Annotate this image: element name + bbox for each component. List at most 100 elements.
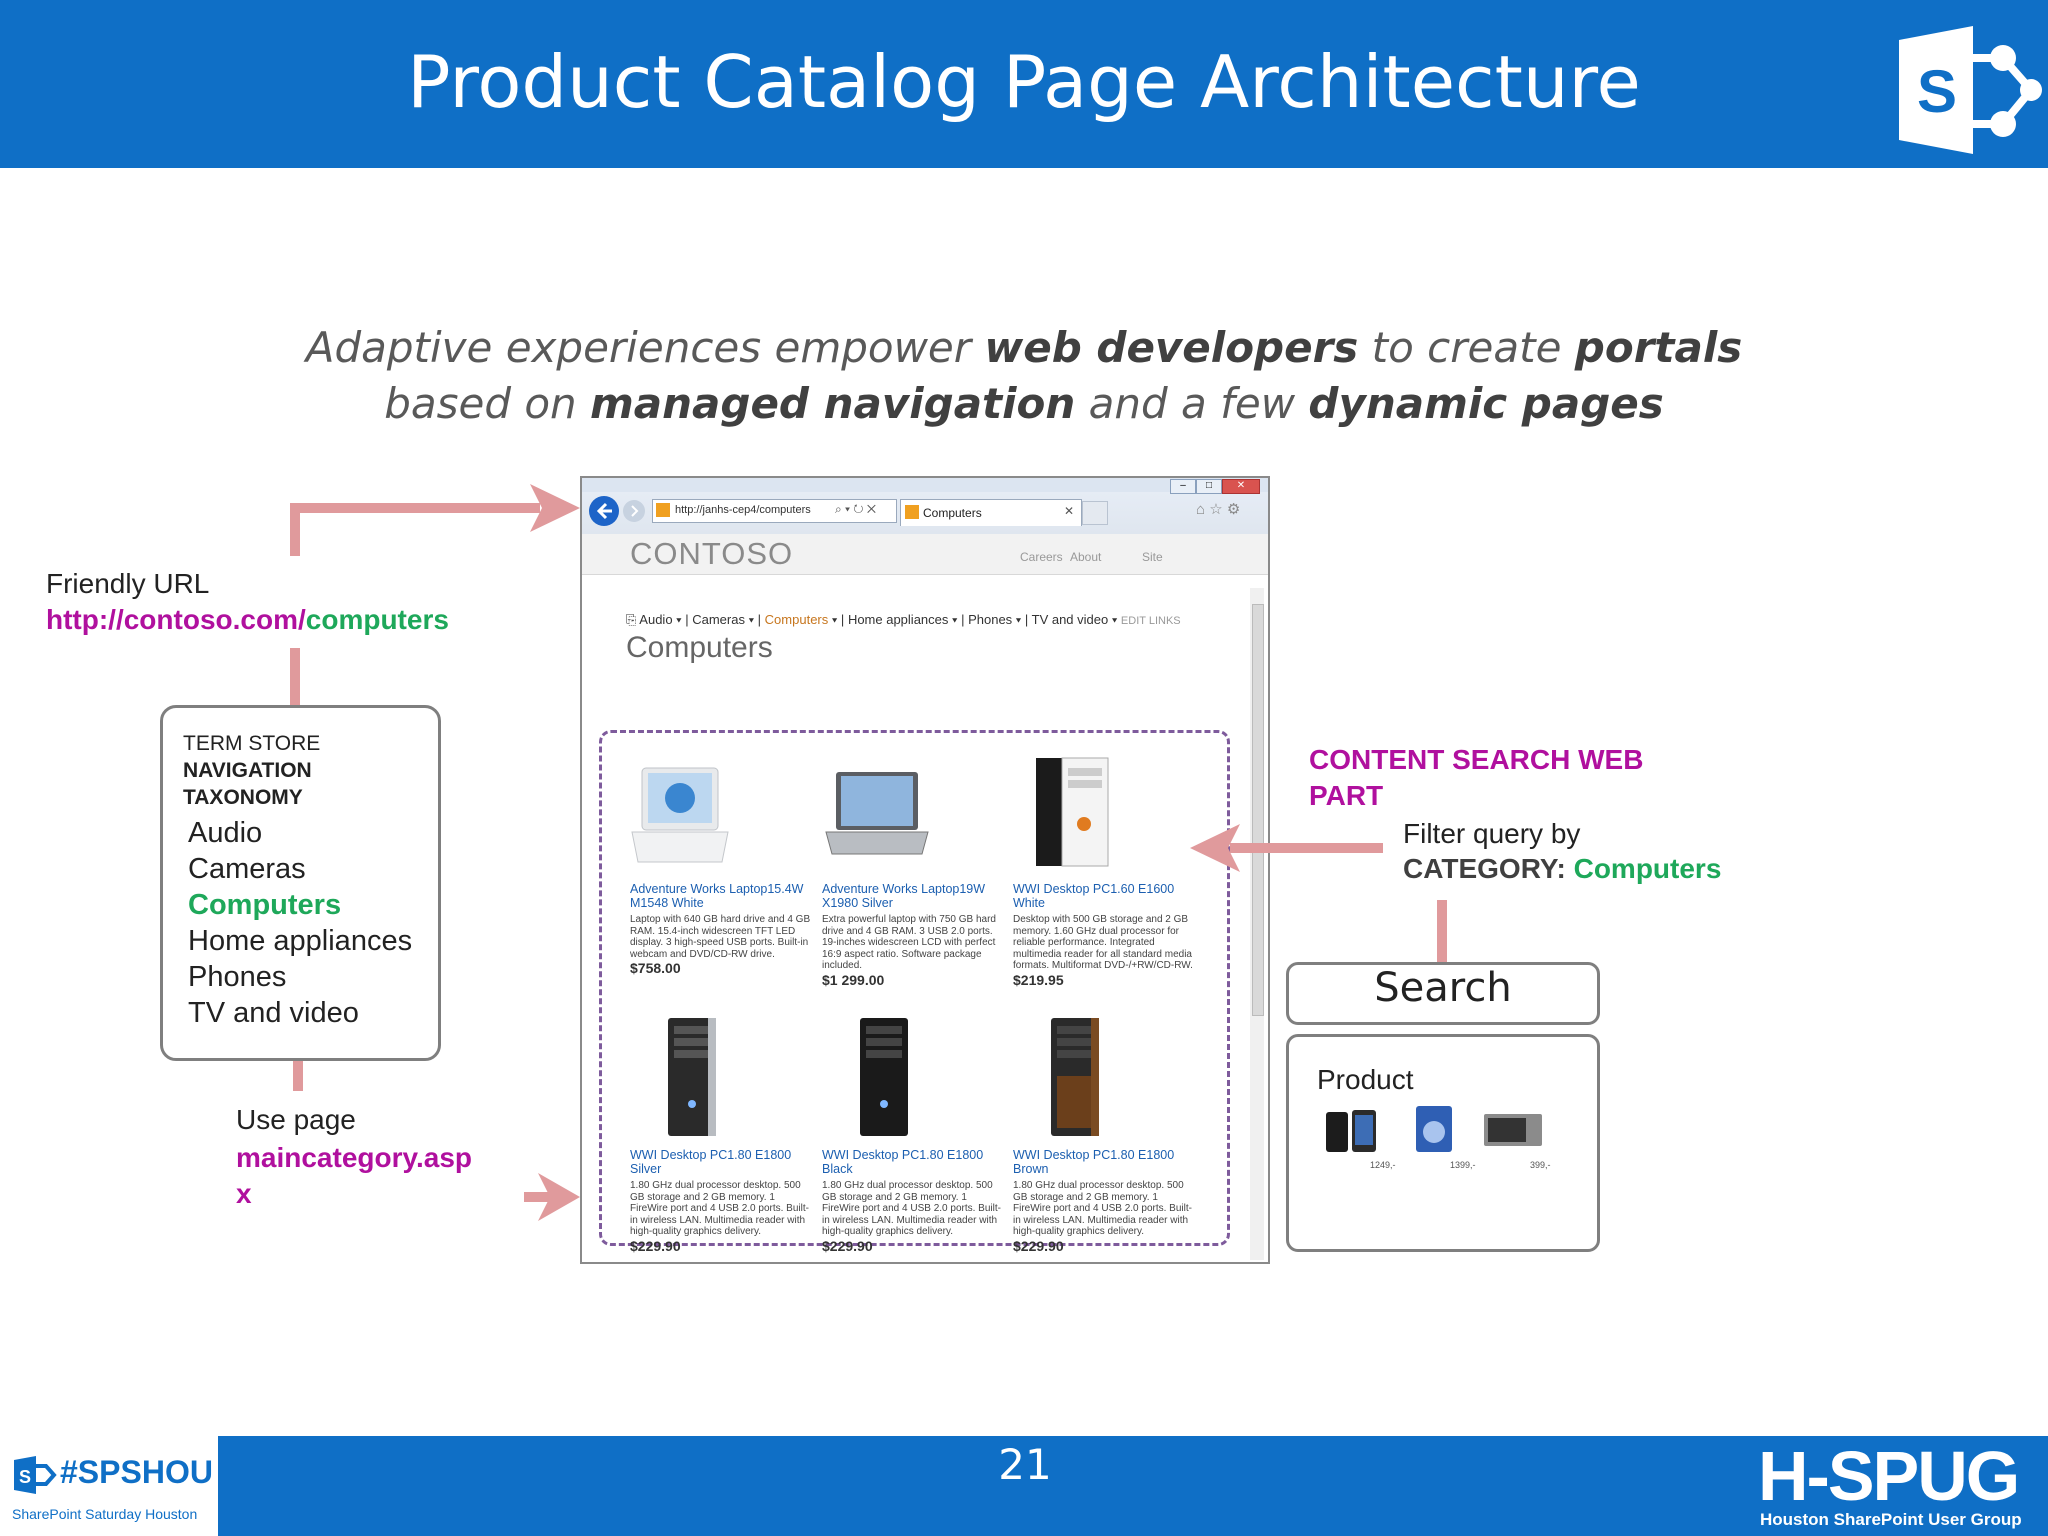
csw-label: CONTENT SEARCH WEB PART (1309, 742, 1643, 814)
maximize-icon[interactable]: □ (1196, 479, 1222, 494)
site-name[interactable]: CONTOSO (630, 536, 794, 571)
term-item: Phones (188, 961, 287, 993)
content-search-web-part (599, 730, 1230, 1246)
product-description: Laptop with 640 GB hard drive and 4 GB (630, 914, 811, 925)
scrollbar-track[interactable] (1250, 588, 1264, 1260)
term-store-title: TERM STORE NAVIGATION TAXONOMY (183, 730, 320, 811)
product-title[interactable]: Silver (630, 1162, 662, 1176)
product-description: formats. Multiformat DVD-/+RW/CD-RW. (1013, 960, 1193, 971)
page-name-line: x (236, 1178, 252, 1209)
subtitle-emphasis: portals (1574, 323, 1743, 372)
microwave-thumb-image (1484, 1114, 1542, 1146)
desktop-silver-image[interactable] (662, 1016, 722, 1138)
filter-query-label: Filter query by (1403, 818, 1581, 849)
product-description: multimedia reader for all standard media (1013, 948, 1192, 960)
page-name: maincategory.asp x (236, 1140, 472, 1212)
subtitle-emphasis: dynamic pages (1308, 379, 1664, 428)
browser-chrome: – □ ✕ http://janhs-cep4/computers ⌕ ▾ ↻ … (582, 478, 1268, 535)
url-path: computers (305, 604, 449, 635)
term-list: Audio Cameras Computers Home appliances … (188, 815, 412, 1031)
desktop-white-image[interactable] (1022, 754, 1122, 872)
product-title[interactable]: X1980 Silver (822, 896, 893, 910)
browser-tab[interactable]: Computers ✕ (900, 499, 1082, 526)
nav-item-computers[interactable]: Computers (764, 612, 829, 627)
product-title[interactable]: WWI Desktop PC1.80 E1800 (630, 1148, 792, 1162)
product-price: $229.90 (822, 1237, 873, 1254)
product-description: high-quality graphics delivery. (822, 1226, 953, 1237)
product-title[interactable]: Brown (1013, 1162, 1049, 1176)
filter-category-key: CATEGORY: (1403, 853, 1574, 884)
laptop-silver-image[interactable] (822, 762, 932, 862)
subtitle-emphasis: web developers (984, 323, 1359, 372)
laptop-white-image[interactable] (630, 758, 730, 868)
nav-item-audio[interactable]: Audio (639, 612, 673, 627)
slide-subtitle: Adaptive experiences empower web develop… (250, 320, 1798, 432)
product-title[interactable]: WWI Desktop PC1.80 E1800 (1013, 1148, 1175, 1162)
url-base: http://contoso.com/ (46, 604, 306, 635)
dropdown-icon: ▾ | (672, 612, 693, 627)
term-item: Audio (188, 817, 263, 849)
page-name-line: maincategory.asp (236, 1142, 473, 1173)
forward-arrow-icon[interactable] (622, 499, 646, 523)
category-nav: ⎘ Audio ▾ | Cameras ▾ | Computers ▾ | Ho… (626, 611, 1181, 629)
product-price: $219.95 (1013, 971, 1064, 988)
term-item-selected: Computers (188, 889, 342, 921)
filter-category-value: Computers (1573, 853, 1722, 884)
page-heading: Computers (626, 631, 773, 664)
product-title[interactable]: M1548 White (630, 896, 704, 910)
product-description: FireWire port and 4 USB 2.0 ports. Built… (822, 1203, 1001, 1214)
search-page-label: Search (1374, 965, 1512, 1011)
dropdown-icon: ▾ | (744, 612, 765, 627)
edit-links[interactable]: EDIT LINKS (1120, 615, 1181, 627)
window-controls[interactable]: – □ ✕ (1170, 479, 1260, 494)
csw-label-line: PART (1309, 780, 1384, 811)
connector-line (290, 648, 300, 706)
nav-item-phones[interactable]: Phones (968, 612, 1013, 627)
product-title[interactable]: WWI Desktop PC1.60 E1600 (1013, 882, 1175, 896)
product-thumb-price: 1249,- (1370, 1160, 1396, 1170)
friendly-url-label: Friendly URL (46, 568, 210, 599)
scrollbar-thumb[interactable] (1252, 604, 1264, 1016)
product-title[interactable]: Adventure Works Laptop15.4W (630, 882, 804, 896)
top-link-careers[interactable]: Careers (1020, 550, 1063, 564)
new-tab-button[interactable] (1082, 501, 1108, 525)
subtitle-text: and a few (1075, 379, 1309, 428)
product-description: included. (822, 960, 863, 971)
svg-text:S: S (1917, 58, 1957, 125)
close-window-icon[interactable]: ✕ (1222, 479, 1260, 494)
product-title[interactable]: WWI Desktop PC1.80 E1800 (822, 1148, 984, 1162)
product-title[interactable]: Adventure Works Laptop19W (822, 882, 986, 896)
home-star-gear-icon[interactable]: ⌂ ☆ ⚙ (1196, 501, 1241, 518)
product-price: $229.90 (630, 1237, 681, 1254)
desktop-black-image[interactable] (854, 1016, 914, 1138)
address-bar[interactable]: http://janhs-cep4/computers ⌕ ▾ ↻ ✕ (652, 499, 897, 523)
back-arrow-icon[interactable] (588, 495, 620, 527)
product-description: high-quality graphics delivery. (1013, 1226, 1144, 1237)
product-description: 1.80 GHz dual processor desktop. 500 (1013, 1180, 1184, 1191)
sharepoint-logo-icon: S (1899, 26, 2042, 154)
arrow-right-icon (530, 484, 580, 532)
dropdown-icon: ▾ | (1012, 612, 1032, 627)
subtitle-text: to create (1358, 323, 1575, 372)
top-link-about[interactable]: About (1070, 550, 1102, 564)
close-tab-icon[interactable]: ✕ (1064, 504, 1075, 518)
nav-item-tv-video[interactable]: TV and video (1031, 612, 1109, 627)
product-thumb-price: 399,- (1530, 1160, 1551, 1170)
use-page-label: Use page (236, 1104, 356, 1135)
minimize-icon[interactable]: – (1170, 479, 1196, 494)
nav-item-cameras[interactable]: Cameras (692, 612, 745, 627)
event-name: SharePoint Saturday Houston (12, 1506, 198, 1522)
product-title[interactable]: White (1013, 896, 1045, 910)
desktop-brown-image[interactable] (1045, 1016, 1105, 1138)
filter-category: CATEGORY: Computers (1403, 853, 1721, 885)
product-description: GB storage and 2 GB memory. 1 (822, 1191, 967, 1203)
product-description: reliable performance. Integrated (1013, 937, 1155, 948)
top-link-site[interactable]: Site (1142, 550, 1163, 564)
product-title[interactable]: Black (822, 1162, 853, 1176)
nav-item-home-appliances[interactable]: Home appliances (847, 612, 949, 627)
term-item: Home appliances (188, 925, 413, 957)
connector-line (293, 1056, 303, 1091)
product-description: 1.80 GHz dual processor desktop. 500 (630, 1180, 801, 1191)
address-tools-icon[interactable]: ⌕ ▾ ↻ ✕ (835, 502, 877, 516)
friendly-url-value: http://contoso.com/computers (46, 604, 449, 636)
